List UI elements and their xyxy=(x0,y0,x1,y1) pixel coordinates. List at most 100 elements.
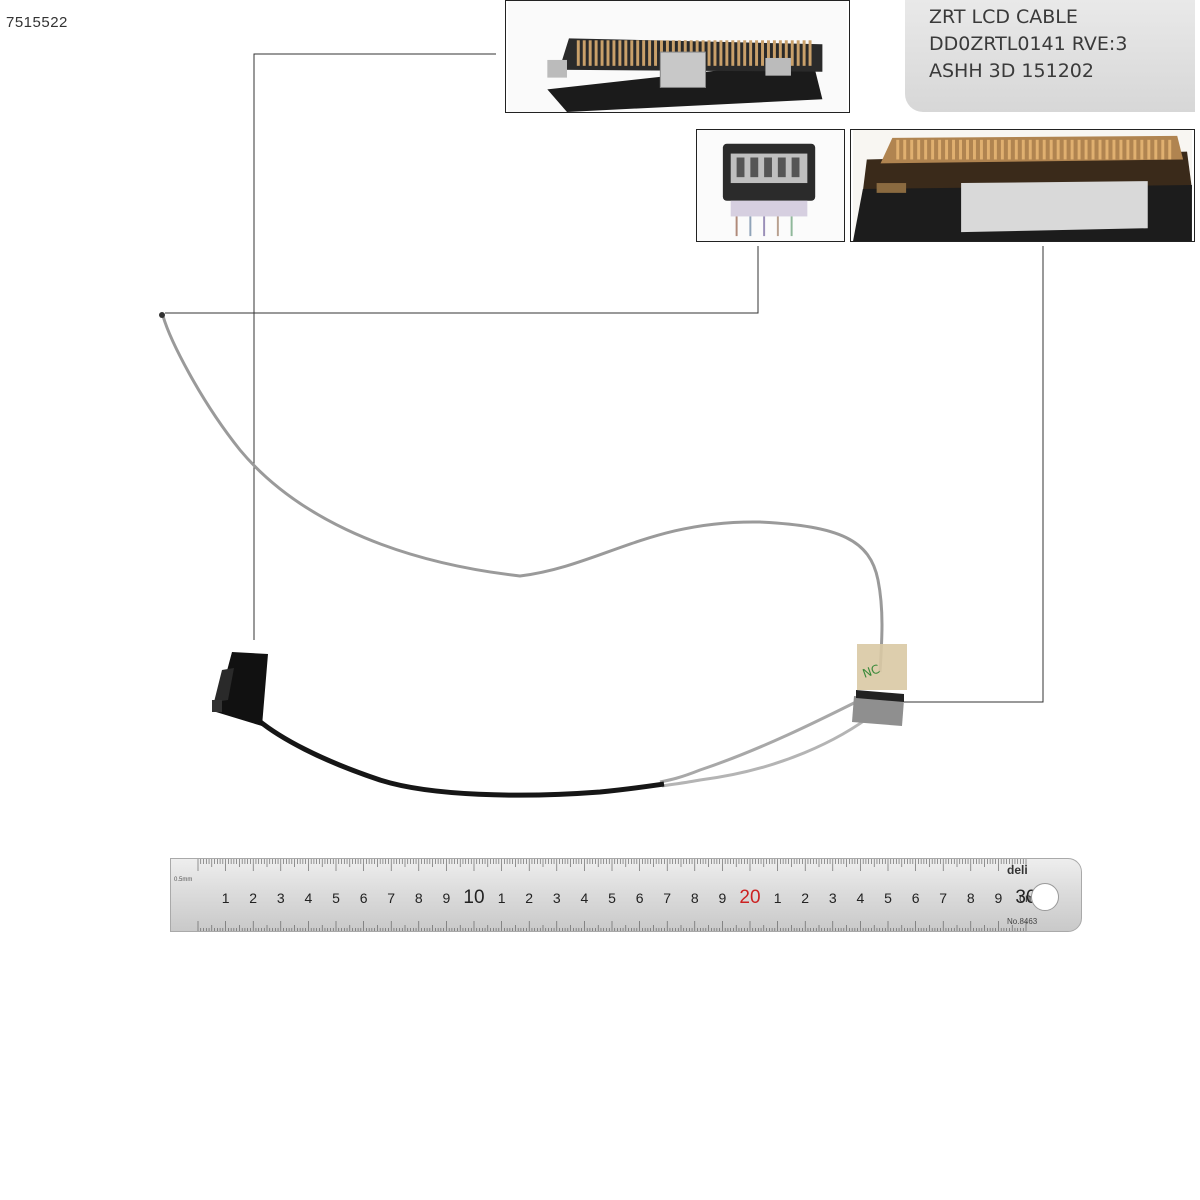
connector-pin xyxy=(1154,139,1158,160)
connector-pin xyxy=(938,139,942,160)
connector-pin xyxy=(743,40,747,66)
connector-pin xyxy=(784,40,788,66)
connector-pin xyxy=(749,40,753,66)
ruler-number: 3 xyxy=(553,890,561,906)
main-connector-photo xyxy=(508,1,847,112)
black-cable xyxy=(256,718,665,798)
connector-pin xyxy=(959,139,962,160)
connector-pin xyxy=(606,40,610,66)
main-connector-closeup xyxy=(505,0,850,113)
ruler-number: 2 xyxy=(525,890,533,906)
connector-pin xyxy=(725,40,729,66)
panel-connector-closeup xyxy=(850,129,1195,242)
ruler-number: 3 xyxy=(829,890,837,906)
ruler-number: 10 xyxy=(463,887,484,908)
ruler-number: 9 xyxy=(443,890,451,906)
thin-wire xyxy=(161,315,884,673)
product-code: 7515522 xyxy=(6,14,68,31)
main-connector xyxy=(212,652,268,726)
connector-pin xyxy=(1070,139,1074,160)
ruler-number: 2 xyxy=(249,890,257,906)
connector-pin xyxy=(1042,139,1046,160)
connector-pin xyxy=(1105,139,1109,160)
wire-connector-icon xyxy=(697,130,844,241)
connector-pin xyxy=(1119,139,1123,160)
ruler-number: 4 xyxy=(581,890,589,906)
ruler-number: 8 xyxy=(415,890,423,906)
svg-text:NC: NC xyxy=(861,662,882,681)
connector-pin xyxy=(1035,139,1039,160)
connector-pin xyxy=(582,40,586,66)
connector-pin xyxy=(1098,139,1102,160)
ruler-number: 5 xyxy=(332,890,340,906)
ruler-number: 9 xyxy=(719,890,727,906)
connector-pin xyxy=(790,40,794,66)
ruler-number: 8 xyxy=(691,890,699,906)
ruler-number: 6 xyxy=(636,890,644,906)
label-line-1: ZRT LCD CABLE xyxy=(929,6,1078,28)
connector-pin xyxy=(707,40,711,66)
ruler-number: 5 xyxy=(884,890,892,906)
connector-pin xyxy=(1147,139,1151,160)
connector-pin xyxy=(972,139,976,160)
connector-pin xyxy=(630,40,634,66)
connector-pin xyxy=(924,139,928,160)
connector-pin xyxy=(719,40,723,66)
connector-pin xyxy=(1000,139,1004,160)
ruler-number: 4 xyxy=(857,890,865,906)
connector-pin xyxy=(896,139,900,160)
ruler-model: No.8463 xyxy=(1007,917,1038,926)
connector-pin xyxy=(648,40,652,66)
ruler-brand: deli xyxy=(1007,863,1028,877)
connector-pin xyxy=(761,40,764,66)
connector-pin xyxy=(642,40,646,66)
ruler-number: 7 xyxy=(663,890,671,906)
connector-pin xyxy=(945,139,949,160)
connector-pin xyxy=(755,40,759,66)
ruler-number: 3 xyxy=(277,890,285,906)
connector-pin xyxy=(1161,139,1165,160)
wire-connector-closeup xyxy=(696,129,845,242)
connector-pin xyxy=(731,40,735,66)
grey-wire-a xyxy=(659,698,861,784)
ruler-number: 4 xyxy=(305,890,313,906)
connector-pin xyxy=(993,139,997,160)
ruler-number: 1 xyxy=(498,890,506,906)
connector-pin xyxy=(1063,139,1067,160)
leader-line-main-connector xyxy=(253,53,496,640)
ruler-number: 2 xyxy=(801,890,809,906)
connector-pin xyxy=(1028,139,1032,160)
connector-pin xyxy=(612,40,616,66)
connector-pin xyxy=(1126,139,1130,160)
connector-pin xyxy=(1140,139,1144,160)
connector-pin xyxy=(1084,139,1088,160)
connector-pin xyxy=(917,139,921,160)
connector-pin xyxy=(624,40,628,66)
ruler-number: 6 xyxy=(360,890,368,906)
leader-line-panel-connector xyxy=(904,246,1044,703)
connector-pin xyxy=(796,40,800,66)
connector-pin xyxy=(594,40,598,66)
ruler-number: 1 xyxy=(774,890,782,906)
connector-pin xyxy=(1007,139,1011,160)
ruler-number: 5 xyxy=(608,890,616,906)
connector-pin xyxy=(766,40,770,66)
connector-pin xyxy=(802,40,806,66)
connector-pin xyxy=(576,40,580,66)
connector-pin xyxy=(636,40,640,66)
connector-pin xyxy=(1091,139,1095,160)
ruler-number: 6 xyxy=(912,890,920,906)
connector-pin xyxy=(979,139,983,160)
ruler-scale-note: 0.5mm xyxy=(174,877,193,883)
connector-pin xyxy=(600,40,604,66)
connector-pin xyxy=(952,139,956,160)
connector-pin xyxy=(903,139,907,160)
ruler-number: 20 xyxy=(739,887,760,908)
connector-pin xyxy=(654,40,658,66)
ruler-number: 9 xyxy=(995,890,1003,906)
panel-connector-icon xyxy=(853,130,1192,241)
ruler-number: 1 xyxy=(222,890,230,906)
connector-pin xyxy=(808,40,812,66)
